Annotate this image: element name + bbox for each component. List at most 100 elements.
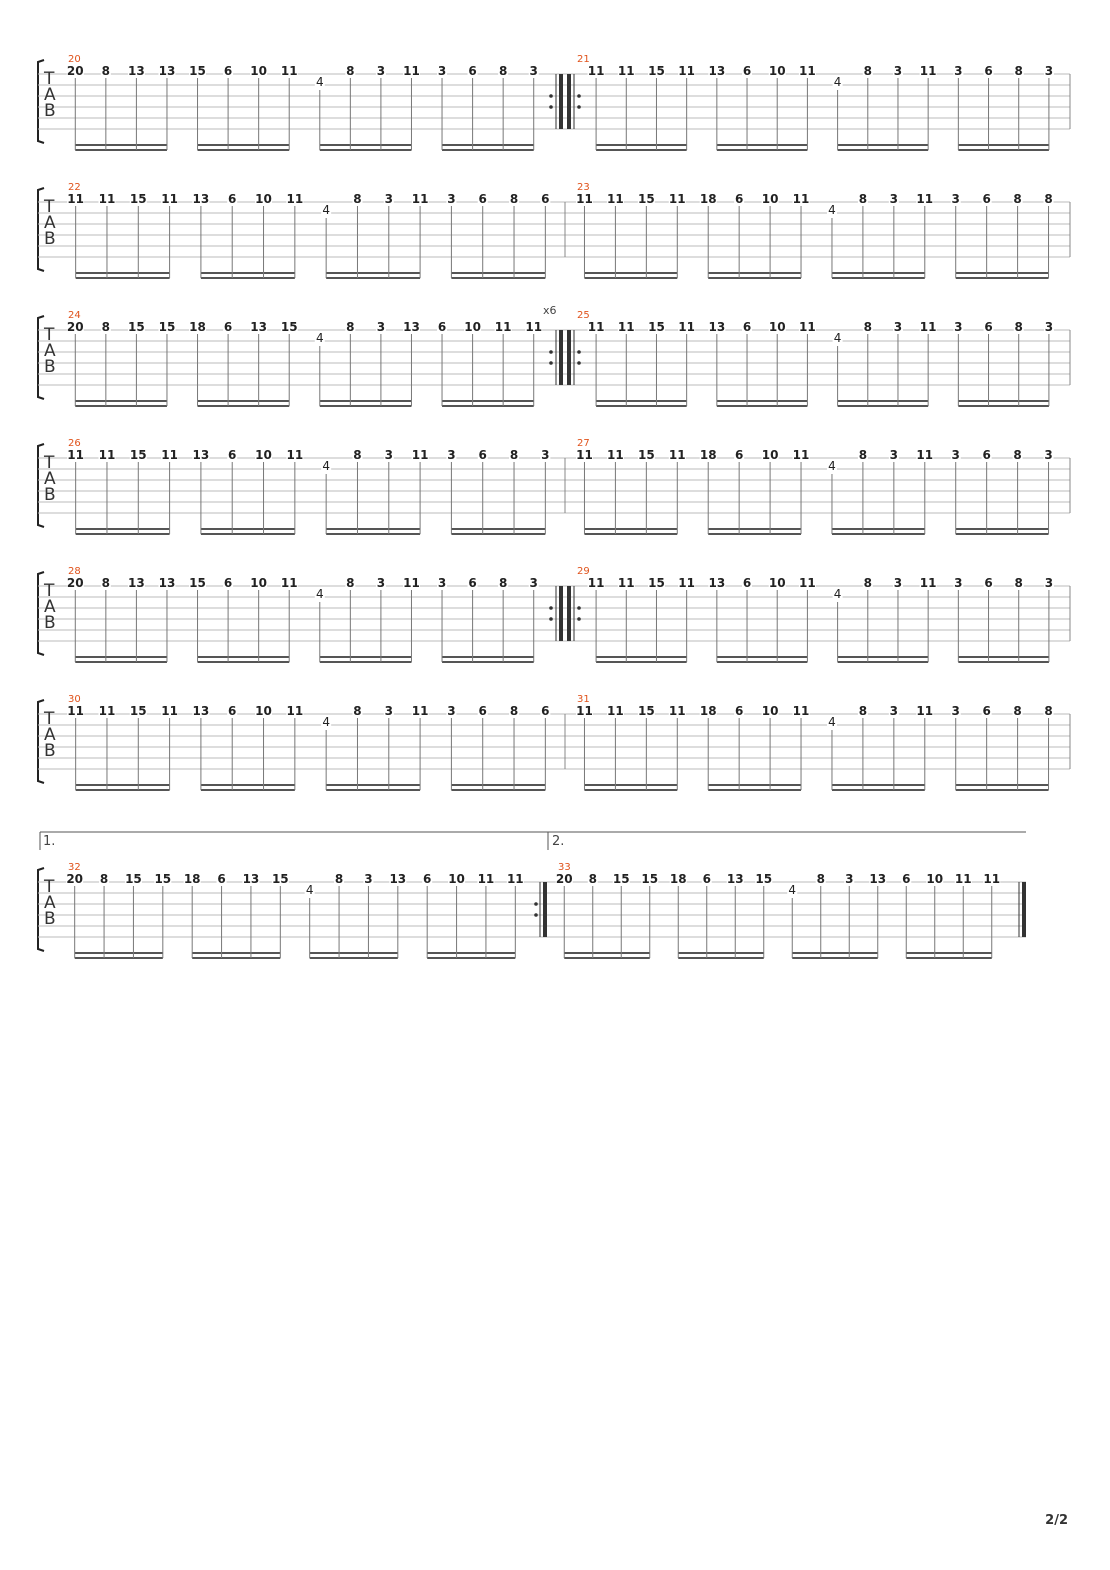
fret-number: 6 bbox=[982, 192, 990, 206]
repeat-dot bbox=[549, 617, 553, 621]
fret-background bbox=[223, 65, 234, 76]
repeat-dot bbox=[549, 606, 553, 610]
fret-background bbox=[389, 873, 407, 884]
fret-background bbox=[494, 321, 512, 332]
fret-number: 3 bbox=[1045, 64, 1053, 78]
fret-number: 8 bbox=[859, 192, 867, 206]
fret-background bbox=[798, 577, 816, 588]
fret-background bbox=[67, 449, 85, 460]
measure-number: 32 bbox=[68, 862, 81, 873]
fret-number: 6 bbox=[224, 576, 232, 590]
fret-background bbox=[761, 193, 779, 204]
fret-number: 11 bbox=[793, 192, 810, 206]
fret-background bbox=[742, 321, 753, 332]
fret-background bbox=[422, 873, 433, 884]
volta-2-label: 2. bbox=[552, 834, 564, 849]
fret-background bbox=[540, 193, 551, 204]
tab-letter-a: A bbox=[44, 893, 56, 913]
fret-background bbox=[916, 449, 934, 460]
fret-number: 11 bbox=[286, 704, 303, 718]
fret-background bbox=[280, 321, 298, 332]
fret-number: 11 bbox=[793, 448, 810, 462]
fret-background bbox=[411, 705, 429, 716]
fret-background bbox=[647, 65, 665, 76]
fret-number: 11 bbox=[576, 704, 593, 718]
fret-number: 15 bbox=[638, 704, 655, 718]
fret-background bbox=[701, 873, 712, 884]
fret-number: 6 bbox=[743, 320, 751, 334]
measure-number: 22 bbox=[68, 182, 81, 193]
fret-background bbox=[255, 705, 273, 716]
fret-number: 13 bbox=[159, 576, 176, 590]
thick-barline bbox=[567, 74, 571, 129]
fret-background bbox=[402, 577, 420, 588]
fret-number: 8 bbox=[353, 704, 361, 718]
fret-background bbox=[832, 76, 843, 87]
repeat-dot bbox=[549, 361, 553, 365]
tab-letter-t: T bbox=[43, 197, 55, 217]
thick-barline bbox=[559, 74, 563, 129]
fret-number: 11 bbox=[678, 576, 695, 590]
fret-background bbox=[402, 321, 420, 332]
fret-number: 4 bbox=[316, 587, 324, 601]
fret-number: 11 bbox=[525, 320, 542, 334]
fret-number: 8 bbox=[346, 576, 354, 590]
fret-number: 18 bbox=[189, 320, 206, 334]
fret-background bbox=[411, 449, 429, 460]
repeat-dot bbox=[549, 350, 553, 354]
fret-background bbox=[1013, 321, 1024, 332]
fret-number: 11 bbox=[412, 448, 429, 462]
fret-number: 6 bbox=[423, 872, 431, 886]
fret-number: 8 bbox=[859, 704, 867, 718]
fret-number: 13 bbox=[193, 704, 210, 718]
fret-number: 11 bbox=[286, 448, 303, 462]
fret-background bbox=[375, 65, 386, 76]
fret-number: 15 bbox=[130, 192, 147, 206]
fret-number: 6 bbox=[479, 448, 487, 462]
fret-number: 10 bbox=[255, 704, 272, 718]
staff-bracket bbox=[37, 443, 45, 528]
fret-background bbox=[742, 577, 753, 588]
fret-number: 20 bbox=[66, 872, 83, 886]
repeat-dot bbox=[534, 902, 538, 906]
fret-background bbox=[161, 449, 179, 460]
measure-number: 26 bbox=[68, 438, 81, 449]
fret-number: 11 bbox=[99, 192, 116, 206]
fret-number: 3 bbox=[447, 192, 455, 206]
fret-number: 6 bbox=[982, 448, 990, 462]
tab-letter-a: A bbox=[44, 725, 56, 745]
fret-number: 6 bbox=[984, 320, 992, 334]
fret-background bbox=[637, 193, 655, 204]
staff-bracket bbox=[37, 315, 45, 400]
fret-number: 3 bbox=[385, 192, 393, 206]
fret-background bbox=[242, 873, 260, 884]
fret-background bbox=[345, 65, 356, 76]
fret-number: 6 bbox=[438, 320, 446, 334]
fret-number: 8 bbox=[864, 576, 872, 590]
fret-number: 8 bbox=[817, 872, 825, 886]
fret-background bbox=[223, 577, 234, 588]
fret-number: 3 bbox=[954, 320, 962, 334]
measure-number: 24 bbox=[68, 310, 81, 321]
fret-background bbox=[901, 873, 912, 884]
fret-background bbox=[227, 705, 238, 716]
fret-background bbox=[1012, 193, 1023, 204]
fret-background bbox=[888, 449, 899, 460]
fret-background bbox=[1043, 449, 1054, 460]
fret-number: 10 bbox=[250, 64, 267, 78]
fret-number: 3 bbox=[447, 704, 455, 718]
fret-number: 3 bbox=[385, 704, 393, 718]
fret-number: 11 bbox=[281, 64, 298, 78]
fret-number: 15 bbox=[189, 64, 206, 78]
fret-background bbox=[506, 873, 524, 884]
fret-number: 18 bbox=[700, 448, 717, 462]
fret-background bbox=[606, 705, 624, 716]
fret-background bbox=[950, 449, 961, 460]
fret-background bbox=[1013, 65, 1024, 76]
fret-number: 13 bbox=[708, 320, 725, 334]
fret-number: 8 bbox=[510, 192, 518, 206]
fret-background bbox=[815, 873, 826, 884]
fret-background bbox=[345, 321, 356, 332]
fret-number: 13 bbox=[250, 320, 267, 334]
fret-background bbox=[742, 65, 753, 76]
